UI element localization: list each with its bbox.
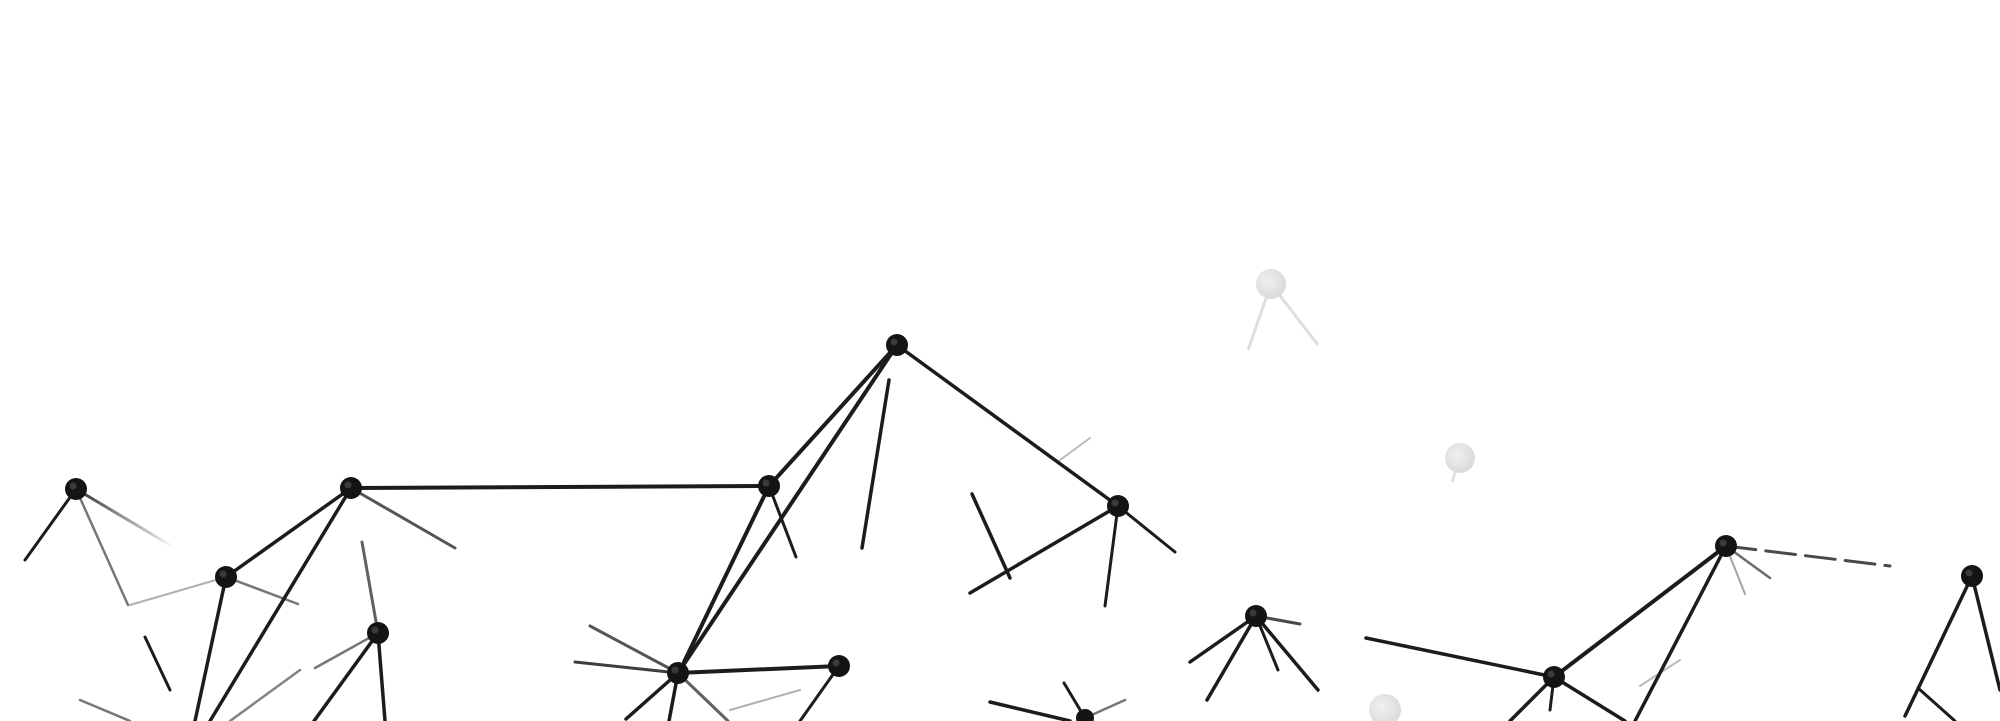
- node-highlight: [671, 666, 679, 674]
- node-highlight: [371, 626, 379, 634]
- edge: [1552, 544, 1728, 679]
- edge: [682, 484, 771, 664]
- edge: [312, 631, 380, 721]
- node: [340, 477, 362, 499]
- edge: [208, 486, 353, 721]
- edge: [78, 698, 132, 721]
- node-highlight: [762, 479, 770, 487]
- edge: [1970, 574, 2000, 692]
- edge: [1116, 504, 1177, 554]
- edge: [360, 540, 380, 635]
- nodes: [65, 334, 1983, 721]
- edge: [228, 668, 302, 721]
- node-highlights: [69, 338, 1973, 678]
- edge: [376, 631, 387, 721]
- edge: [767, 484, 798, 559]
- edge: [588, 624, 680, 675]
- edge: [1633, 544, 1728, 721]
- node: [1107, 495, 1129, 517]
- edge: [313, 631, 380, 670]
- edge: [1916, 686, 1957, 721]
- node: [367, 622, 389, 644]
- edge: [143, 635, 172, 692]
- edge: [767, 343, 899, 488]
- edge: [1724, 544, 1892, 568]
- faded-node: [1369, 694, 1401, 721]
- node: [667, 662, 689, 684]
- node-highlight: [1547, 670, 1555, 678]
- edge: [1364, 636, 1556, 679]
- faded-nodes: [1246, 269, 1475, 721]
- edge: [860, 378, 891, 550]
- edge: [129, 576, 227, 606]
- node-highlight: [69, 482, 77, 490]
- edge: [1205, 614, 1258, 702]
- edge: [798, 664, 841, 721]
- edge: [74, 487, 130, 607]
- edge: [74, 487, 177, 550]
- edge: [988, 700, 1072, 721]
- node: [828, 655, 850, 677]
- edge: [1639, 659, 1681, 687]
- node-highlight: [1249, 609, 1257, 617]
- node: [215, 566, 237, 588]
- edge: [676, 343, 899, 675]
- edge: [224, 575, 300, 606]
- edge: [1903, 574, 1974, 718]
- node: [1245, 605, 1267, 627]
- node: [758, 475, 780, 497]
- node: [1961, 565, 1983, 587]
- edge: [729, 689, 801, 711]
- edge: [676, 671, 730, 721]
- edge: [1254, 614, 1320, 692]
- edge: [193, 575, 228, 721]
- node-highlight: [1111, 499, 1119, 507]
- edge: [1552, 675, 1627, 721]
- edge: [1059, 437, 1091, 461]
- edge: [676, 664, 841, 675]
- node: [1076, 709, 1094, 721]
- edge: [1188, 614, 1258, 664]
- edges: [23, 343, 2000, 721]
- node: [1543, 666, 1565, 688]
- node-highlight: [1719, 539, 1727, 547]
- node-highlight: [832, 659, 840, 667]
- node-highlight: [344, 481, 352, 489]
- edge: [349, 484, 771, 490]
- node-highlight: [1965, 569, 1973, 577]
- edge: [970, 492, 1012, 580]
- edge: [968, 504, 1120, 595]
- edge: [624, 671, 680, 721]
- node: [1715, 535, 1737, 557]
- node: [886, 334, 908, 356]
- faded-node: [1256, 269, 1286, 299]
- edge: [573, 660, 680, 675]
- edge: [23, 487, 78, 562]
- node-highlight: [219, 570, 227, 578]
- edge: [349, 486, 457, 550]
- faded-node: [1445, 443, 1475, 473]
- edge: [895, 343, 1120, 508]
- node: [65, 478, 87, 500]
- edge: [224, 486, 353, 579]
- edge: [1103, 504, 1120, 608]
- node-highlight: [890, 338, 898, 346]
